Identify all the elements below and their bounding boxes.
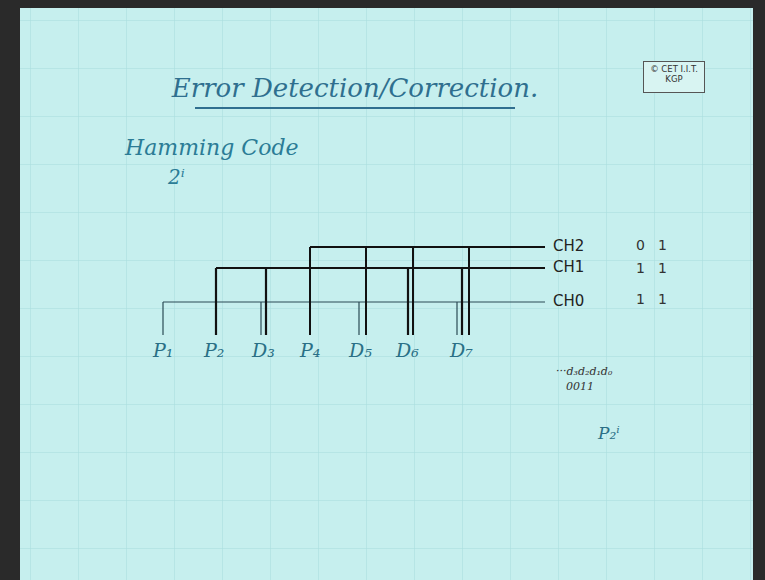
check-bit: 1	[636, 261, 645, 276]
bit-position: P₂	[204, 340, 224, 361]
grid	[20, 8, 753, 580]
check-name: CH0	[553, 293, 584, 310]
bit-position: D₃	[252, 340, 275, 361]
check-name: CH1	[553, 259, 584, 276]
check-bit: 1	[658, 238, 667, 253]
title-underline	[195, 107, 515, 109]
ch1-wires	[216, 268, 545, 335]
bit-position: D₅	[349, 340, 372, 361]
check-bit: 0	[636, 238, 645, 253]
heading: Hamming Code	[125, 136, 299, 160]
copyright-text: © CET I.I.T. KGP	[648, 64, 700, 84]
syndrome-value: 0011	[566, 381, 594, 393]
paper	[20, 8, 753, 580]
copyright-box: © CET I.I.T. KGP	[643, 61, 705, 93]
slide-title: Error Detection/Correction.	[172, 74, 539, 103]
bit-position: D₇	[450, 340, 473, 361]
note: P₂ⁱ	[598, 424, 620, 443]
bit-position: D₆	[396, 340, 419, 361]
formula: 2ⁱ	[168, 166, 185, 188]
syndrome-bits: ···d₃d₂d₁d₀	[556, 366, 612, 378]
check-name: CH2	[553, 238, 584, 255]
check-bit: 1	[636, 292, 645, 307]
bit-position: P₄	[300, 340, 320, 361]
check-bit: 1	[658, 292, 667, 307]
bit-position: P₁	[153, 340, 173, 361]
ch2-wires	[310, 247, 545, 335]
check-bit: 1	[658, 261, 667, 276]
ch0-wires	[163, 302, 545, 335]
